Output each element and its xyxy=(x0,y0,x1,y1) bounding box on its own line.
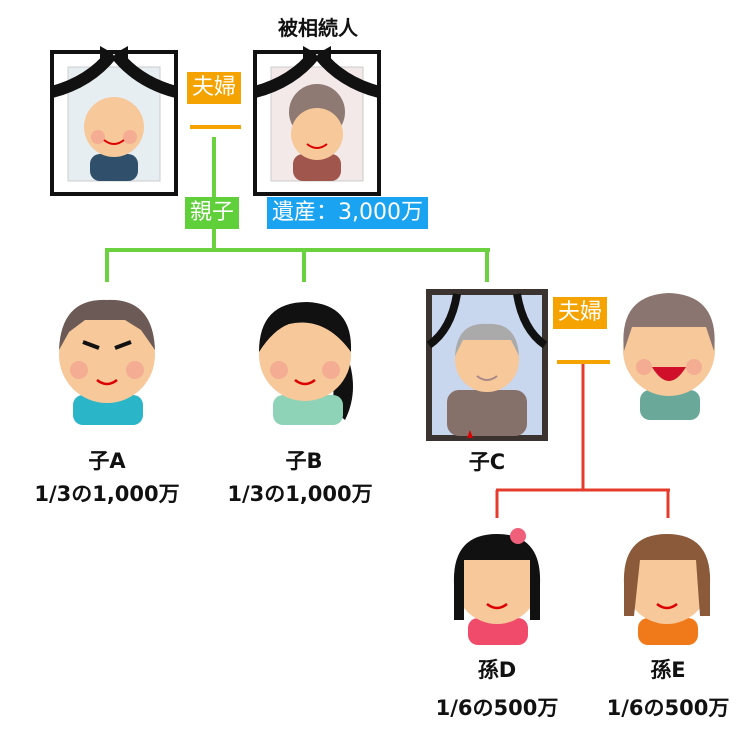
childB-share: 1/3の1,000万 xyxy=(227,482,373,506)
deceased-title: 被相続人 xyxy=(278,16,358,40)
childC-spouse-avatar xyxy=(623,293,715,420)
grandfather-memorial-portrait xyxy=(50,46,178,196)
childA-share: 1/3の1,000万 xyxy=(34,482,180,506)
parent-child-label: 親子 xyxy=(185,197,240,229)
grandD-share: 1/6の500万 xyxy=(435,696,559,720)
childB-avatar xyxy=(259,302,353,425)
childA-avatar xyxy=(59,299,155,425)
childC-memorial-portrait xyxy=(426,289,548,441)
childA-name: 子A xyxy=(88,449,126,473)
grandE-name: 孫E xyxy=(650,658,686,682)
couple-label-c: 夫婦 xyxy=(553,297,608,329)
grandE-share: 1/6の500万 xyxy=(606,696,730,720)
grandmother-memorial-portrait xyxy=(253,46,381,196)
grandE-avatar xyxy=(623,534,711,645)
childC-name: 子C xyxy=(468,450,506,474)
grandD-avatar xyxy=(453,528,541,645)
grandD-name: 孫D xyxy=(477,658,517,682)
couple-label-top: 夫婦 xyxy=(187,72,242,104)
estate-label: 遺産：3,000万 xyxy=(267,197,428,229)
childB-name: 子B xyxy=(285,449,323,473)
